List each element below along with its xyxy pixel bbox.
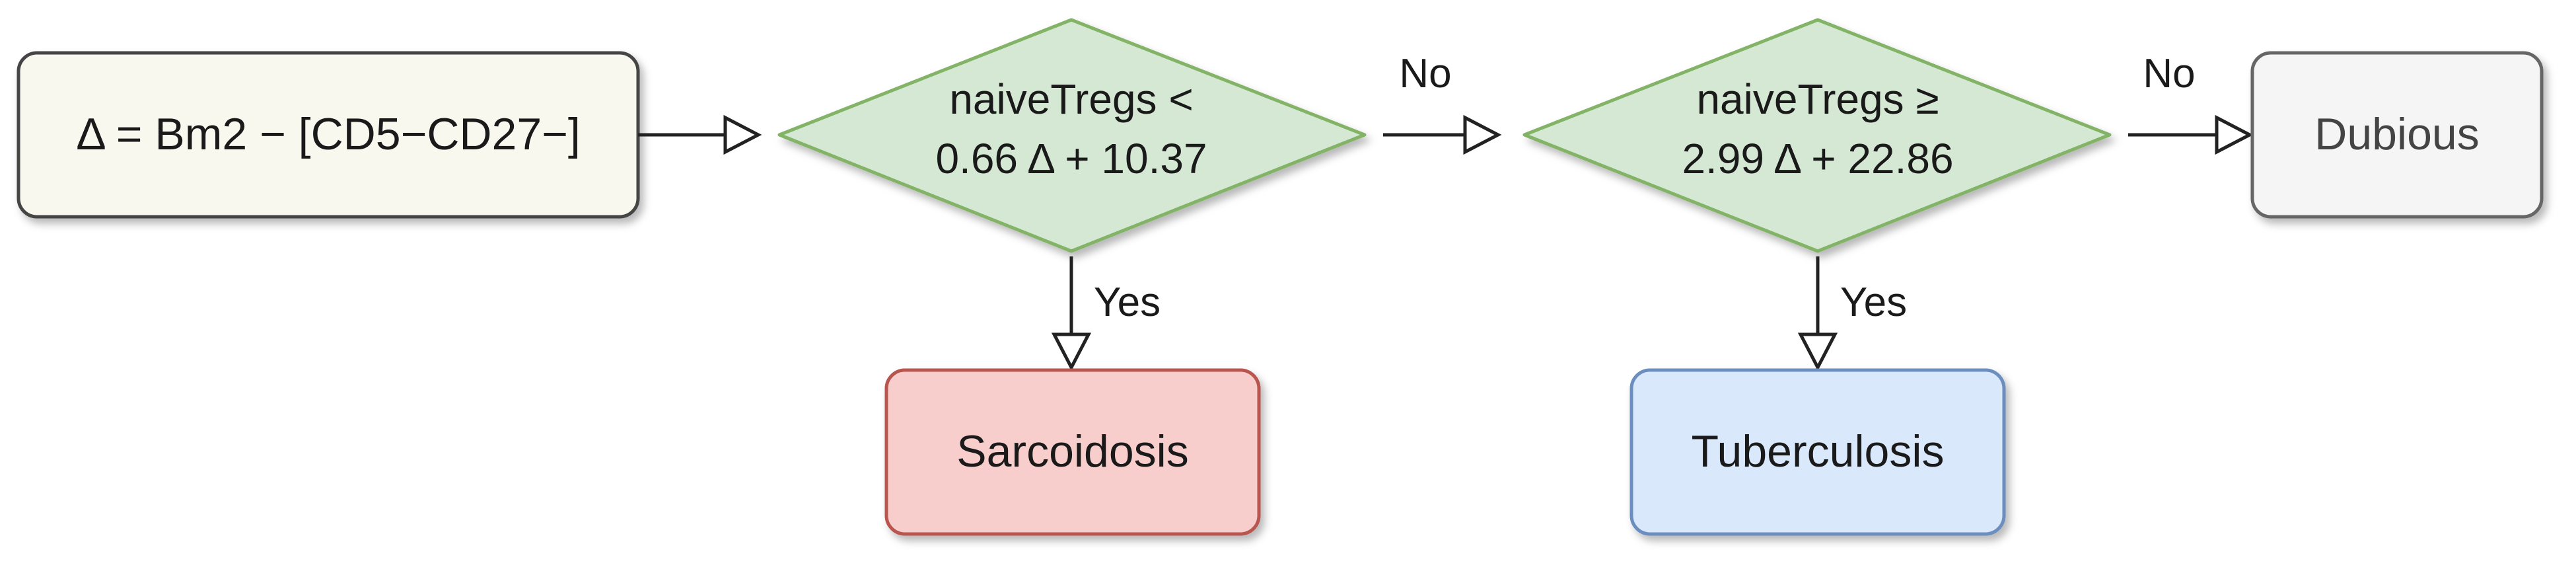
edge-label-d1-yes: Yes bbox=[1094, 280, 1161, 325]
decision-2-line2: 2.99 Δ + 22.86 bbox=[1682, 135, 1953, 182]
start-box: Δ = Bm2 − [CD5−CD27−] bbox=[17, 51, 640, 219]
arrowhead-icon bbox=[1797, 332, 1838, 371]
decision-2-shape bbox=[1522, 18, 2112, 253]
edge-label-d1-no: No bbox=[1399, 51, 1451, 96]
decision-1-shape bbox=[777, 18, 1367, 253]
edge-label-d2-no: No bbox=[2143, 51, 2195, 96]
tuberculosis-box: Tuberculosis bbox=[1629, 368, 2006, 536]
arrowhead-icon bbox=[2215, 114, 2254, 155]
decision-1-line2: 0.66 Δ + 10.37 bbox=[935, 135, 1207, 182]
arrow-decision1-yes: Yes bbox=[1051, 256, 1161, 371]
tuberculosis-box-shape bbox=[1629, 368, 2006, 536]
decision-2-line1: naiveTregs ≥ bbox=[1696, 75, 1939, 123]
arrowhead-icon bbox=[723, 114, 762, 155]
arrow-decision2-no: No bbox=[2128, 51, 2254, 155]
arrowhead-icon bbox=[1463, 114, 1502, 155]
decision-1: naiveTregs < 0.66 Δ + 10.37 bbox=[777, 18, 1367, 253]
start-box-label: Δ = Bm2 − [CD5−CD27−] bbox=[76, 109, 581, 159]
sarcoidosis-box-shape bbox=[884, 368, 1261, 536]
dubious-box-shape bbox=[2250, 51, 2544, 219]
decision-1-line1: naiveTregs < bbox=[949, 75, 1193, 123]
sarcoidosis-box: Sarcoidosis bbox=[884, 368, 1261, 536]
edge-label-d2-yes: Yes bbox=[1840, 280, 1907, 325]
arrow-start-to-decision1 bbox=[638, 114, 762, 155]
arrow-decision2-yes: Yes bbox=[1797, 256, 1907, 371]
tuberculosis-label: Tuberculosis bbox=[1692, 426, 1945, 476]
decision-2: naiveTregs ≥ 2.99 Δ + 22.86 bbox=[1522, 18, 2112, 253]
arrow-decision1-no: No bbox=[1383, 51, 1502, 155]
dubious-label: Dubious bbox=[2314, 109, 2480, 159]
arrowhead-icon bbox=[1051, 332, 1092, 371]
sarcoidosis-label: Sarcoidosis bbox=[956, 426, 1189, 476]
dubious-box: Dubious bbox=[2250, 51, 2544, 219]
